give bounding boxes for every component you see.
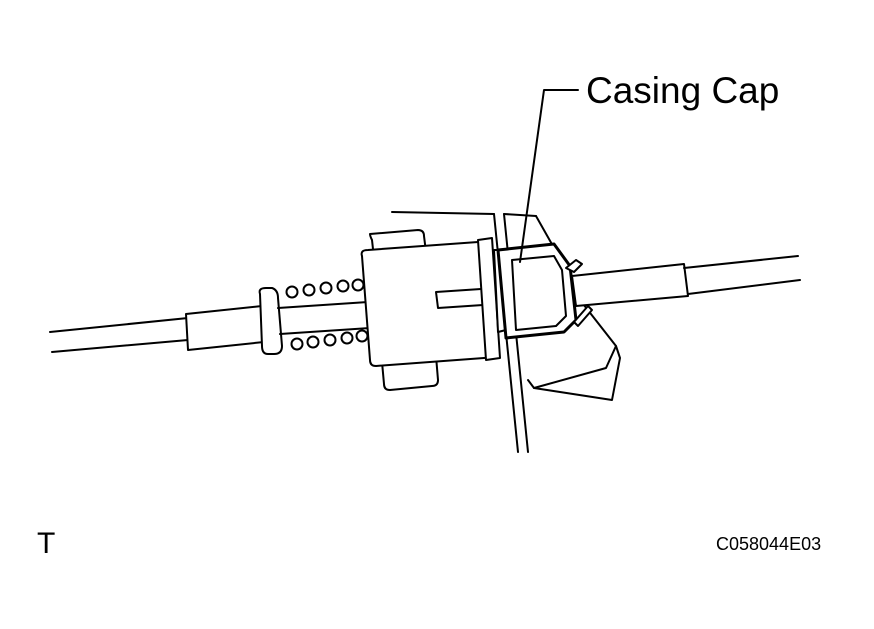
housing-flange: [477, 237, 501, 361]
right-cable-sleeve: [571, 263, 689, 307]
cap-tab: [565, 259, 583, 273]
casing-cap-label: Casing Cap: [586, 70, 780, 111]
left-flange: [258, 287, 283, 355]
figure-code: C058044E03: [716, 534, 822, 554]
view-marker: T: [37, 527, 56, 560]
left-cable-sleeve: [185, 305, 265, 351]
left-cable: [49, 317, 189, 353]
cap-latch: [573, 305, 593, 327]
inner-rod: [277, 301, 371, 335]
casing-cap: [496, 242, 578, 340]
spring-top: [285, 278, 365, 299]
callout-leader-line: [519, 89, 579, 263]
spring-bottom: [290, 329, 369, 351]
right-cable: [683, 255, 801, 295]
